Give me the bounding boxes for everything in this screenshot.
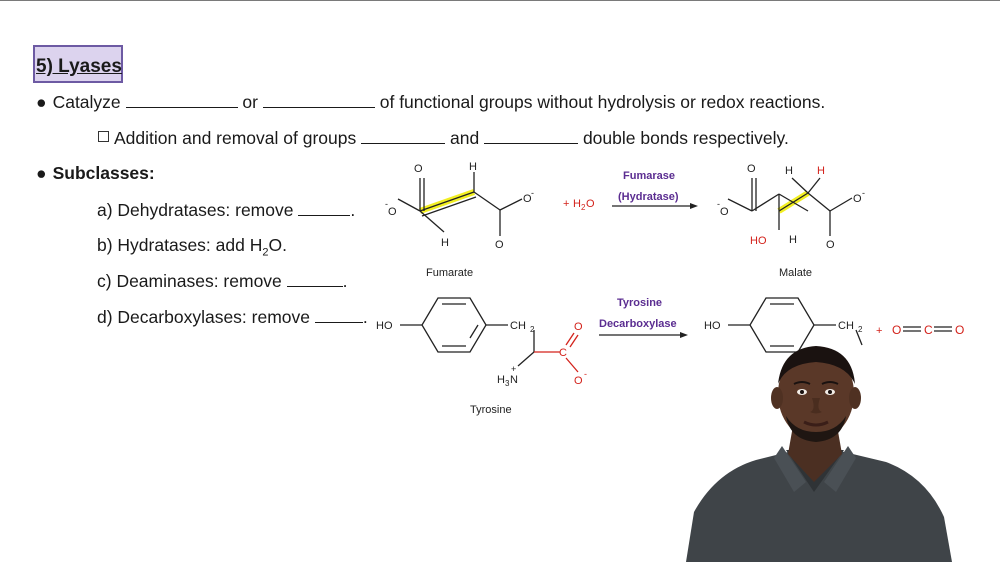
atom-label: O (747, 163, 756, 175)
answer-blank (125, 93, 238, 108)
top-rule (0, 0, 1000, 1)
svg-text:2: 2 (581, 203, 586, 212)
svg-text:2: 2 (858, 325, 863, 334)
subclass-decarboxylases: d) Decarboxylases: remove . (97, 307, 368, 327)
presenter-shirt (686, 450, 952, 562)
svg-text:N: N (510, 374, 518, 386)
svg-text:3: 3 (505, 379, 510, 388)
addition-suffix: double bonds respectively. (582, 128, 789, 148)
title-box (33, 45, 123, 83)
addition-middle: and (449, 128, 480, 148)
reaction-arrow-2: Tyrosine Decarboxylase (599, 297, 688, 338)
svg-text:Decarboxylase: Decarboxylase (599, 318, 677, 330)
hydroxyl-label: HO (376, 320, 393, 332)
charge-label: - (717, 199, 720, 209)
bullet-icon: ● (36, 163, 47, 183)
tyrosine-structure (400, 297, 579, 373)
reaction-arrow-1: Fumarase (Hydratase) (612, 170, 698, 209)
bullet-line-catalyze: ●Catalyze or of functional groups withou… (36, 92, 825, 113)
atom-label: O (495, 239, 504, 251)
subclass-hydratases: b) Hydratases: add H2O. (97, 235, 287, 259)
presenter-head (778, 348, 854, 440)
atom-label: HO (750, 235, 767, 247)
svg-text:(Hydratase): (Hydratase) (618, 191, 679, 203)
charge-label: - (531, 188, 534, 198)
atom-label: O (853, 193, 862, 205)
svg-text:Tyrosine: Tyrosine (617, 297, 662, 309)
svg-text:H: H (573, 198, 581, 210)
atom-label: O (574, 321, 583, 333)
bullet-icon: ● (36, 92, 47, 112)
answer-blank (314, 308, 363, 323)
charge-label: - (862, 188, 865, 198)
methylene-label: CH (510, 320, 526, 332)
checkbox-icon (98, 131, 109, 142)
atom-label: C (559, 347, 567, 359)
water-reagent: + H 2 O (563, 198, 595, 212)
svg-text:O: O (586, 198, 595, 210)
atom-label: O (388, 206, 397, 218)
malate-structure (727, 177, 853, 236)
atom-label: H (469, 161, 477, 173)
fumarate-structure (397, 172, 523, 236)
svg-text:+: + (876, 325, 882, 337)
answer-blank (361, 129, 446, 144)
charge-label: - (584, 369, 587, 379)
svg-text:2: 2 (530, 325, 535, 334)
atom-label: O (414, 163, 423, 175)
svg-text:O: O (955, 323, 964, 337)
answer-blank (298, 201, 351, 216)
amine-label: H (497, 374, 505, 386)
atom-label: H (785, 165, 793, 177)
svg-text:C: C (924, 323, 933, 337)
tyrosine-label: Tyrosine (470, 404, 512, 416)
answer-blank (262, 93, 375, 108)
subclass-dehydratases: a) Dehydratases: remove . (97, 200, 356, 220)
charge-label: - (385, 199, 388, 209)
hydroxyl-label: HO (704, 320, 721, 332)
malate-label: Malate (779, 267, 812, 279)
atom-label: H (441, 237, 449, 249)
catalyze-prefix: Catalyze (52, 92, 121, 112)
methylene-label: CH (838, 320, 854, 332)
atom-label: O (826, 239, 835, 251)
fumarate-label: Fumarate (426, 267, 473, 279)
svg-text:Fumarase: Fumarase (623, 170, 675, 182)
presenter-video (686, 346, 952, 562)
carbon-dioxide-product: + O C O (876, 323, 964, 337)
atom-label: H (789, 234, 797, 246)
svg-text:O: O (892, 323, 901, 337)
catalyze-middle: or (242, 92, 258, 112)
atom-label: H (817, 165, 825, 177)
subclasses-heading: ●Subclasses: (36, 163, 155, 183)
atom-label: O (720, 206, 729, 218)
svg-text:+: + (563, 198, 569, 210)
answer-blank (484, 129, 579, 144)
addition-prefix: Addition and removal of groups (114, 128, 357, 148)
atom-label: O (523, 193, 532, 205)
atom-label: O (574, 375, 583, 387)
subclass-deaminases: c) Deaminases: remove . (97, 271, 348, 291)
answer-blank (286, 272, 343, 287)
catalyze-suffix: of functional groups without hydrolysis … (379, 92, 826, 112)
slide-title: 5) Lyases (36, 56, 122, 77)
sub-bullet-addition: Addition and removal of groups and doubl… (98, 128, 789, 149)
svg-text:+: + (511, 364, 516, 374)
